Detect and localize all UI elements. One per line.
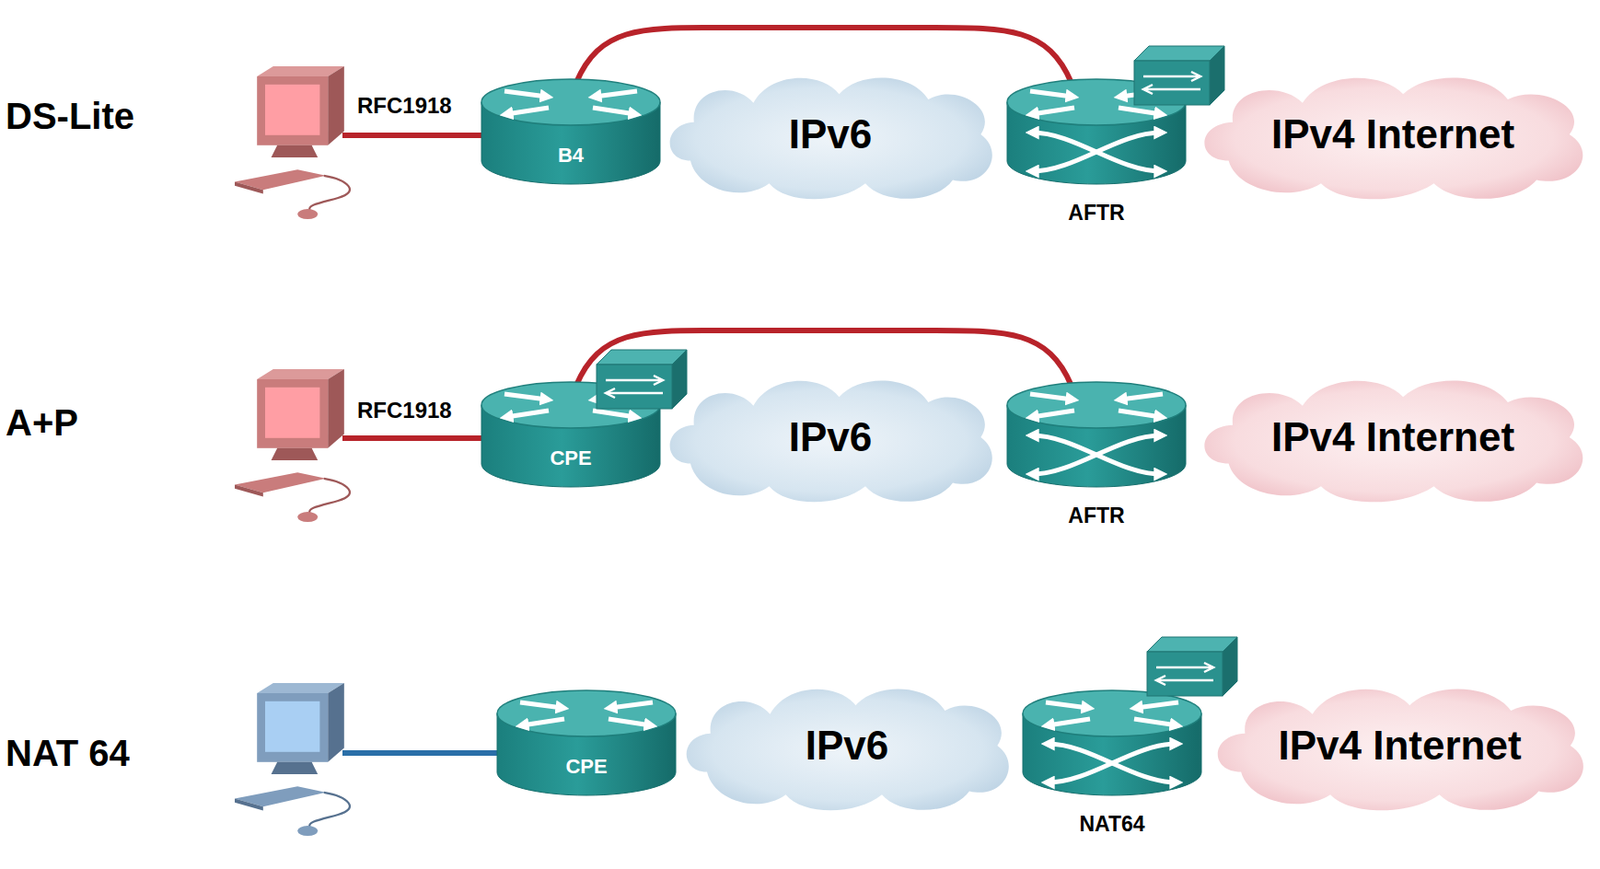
router-label: CPE — [497, 754, 676, 779]
router-icon: NAT64 — [1022, 690, 1202, 844]
network-cloud: IPv6 — [655, 367, 1006, 508]
network-cloud: IPv6 — [672, 675, 1022, 816]
cloud-label: IPv6 — [672, 722, 1022, 769]
tunnel-line — [576, 27, 1072, 83]
router-label: AFTR — [988, 200, 1205, 226]
cloud-label: IPv6 — [655, 414, 1006, 461]
row-title: DS-Lite — [5, 95, 135, 138]
router-icon: AFTR — [1007, 79, 1186, 232]
router-shape — [481, 382, 661, 487]
router-label: B4 — [481, 143, 661, 168]
address-label: RFC1918 — [357, 92, 453, 119]
cloud-label: IPv4 Internet — [1201, 722, 1599, 769]
cloud-label: IPv4 Internet — [1187, 111, 1599, 158]
router-label: NAT64 — [1004, 811, 1220, 837]
address-label: RFC1918 — [357, 397, 453, 424]
cloud-label: IPv6 — [655, 111, 1006, 158]
router-label: CPE — [481, 446, 661, 471]
router-icon: CPE — [481, 382, 661, 487]
router-shape — [481, 79, 661, 185]
row-title: A+P — [5, 402, 79, 444]
router-shape — [497, 690, 676, 796]
router-icon: CPE — [497, 690, 676, 796]
router-icon: AFTR — [1007, 382, 1186, 535]
router-icon: B4 — [481, 79, 661, 185]
network-cloud: IPv4 Internet — [1187, 367, 1599, 508]
row-title: NAT 64 — [5, 732, 130, 775]
network-cloud: IPv6 — [655, 64, 1006, 205]
network-cloud: IPv4 Internet — [1201, 675, 1599, 816]
router-label: AFTR — [988, 503, 1205, 529]
cloud-label: IPv4 Internet — [1187, 414, 1599, 461]
network-cloud: IPv4 Internet — [1187, 64, 1599, 205]
